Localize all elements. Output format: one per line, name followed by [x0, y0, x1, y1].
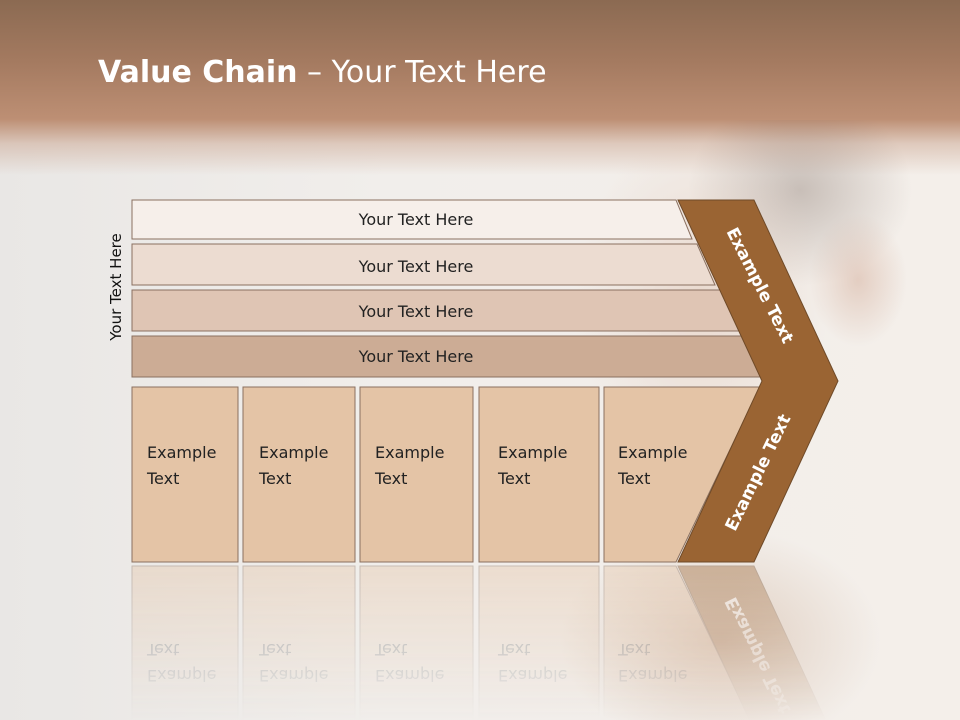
box-1-line-1: Example [147, 443, 216, 462]
box-3: Example Text [359, 386, 474, 563]
title-bold: Value Chain [98, 55, 298, 90]
chevron-shape [677, 199, 839, 563]
box-5-text: Example Text [617, 443, 693, 488]
bar-1-shape [131, 199, 693, 240]
box-3-line-1: Example [375, 443, 444, 462]
box-4: Example Text [478, 386, 600, 563]
bar-4: Your Text Here [131, 335, 765, 378]
box-1-text: Example Text [146, 443, 222, 488]
box-4-line-1: Example [498, 443, 567, 462]
box-4-reflection [478, 565, 600, 720]
box-3-reflection [359, 565, 474, 720]
bar-2: Your Text Here [131, 243, 716, 286]
bar-3-label: Your Text Here [358, 302, 474, 321]
box-4-text: Example Text [497, 443, 573, 488]
box-2-text: Example Text [258, 443, 334, 488]
bar-1: Your Text Here [131, 199, 693, 240]
box-4-reflection-text: ExampleText [497, 640, 567, 685]
box-1-reflection [131, 565, 239, 720]
diagram-main: Your Text Here Your Text Here Your Text … [131, 199, 839, 563]
box-4-shape [478, 386, 600, 563]
box-4-line-2: Text [497, 469, 530, 488]
title-rest: – Your Text Here [297, 55, 547, 90]
box-3-reflection-text: ExampleText [374, 640, 444, 685]
box-5-shape [603, 386, 761, 563]
reflection: ExampleText ExampleText ExampleText Exam… [131, 565, 827, 720]
box-5-reflection [603, 565, 751, 720]
box-2-reflection [242, 565, 356, 720]
box-1-reflection-text: ExampleText [146, 640, 216, 685]
box-2: Example Text [242, 386, 356, 563]
box-5: Example Text [603, 386, 761, 563]
bar-2-label: Your Text Here [358, 257, 474, 276]
box-1-line-2: Text [146, 469, 179, 488]
box-2-shape [242, 386, 356, 563]
box-2-line-1: Example [259, 443, 328, 462]
chevron-reflection [677, 565, 827, 720]
box-3-text: Example Text [374, 443, 450, 488]
box-3-shape [359, 386, 474, 563]
bar-1-label: Your Text Here [358, 210, 474, 229]
page-title: Value Chain – Your Text Here [98, 55, 547, 90]
box-2-reflection-text: ExampleText [258, 640, 328, 685]
box-2-line-2: Text [258, 469, 291, 488]
box-1: Example Text [131, 386, 239, 563]
bar-3: Your Text Here [131, 289, 740, 332]
box-5-line-1: Example [618, 443, 687, 462]
bar-4-label: Your Text Here [358, 347, 474, 366]
box-5-reflection-text: ExampleText [617, 640, 687, 685]
box-3-line-2: Text [374, 469, 407, 488]
bar-2-shape [131, 243, 716, 286]
box-1-shape [131, 386, 239, 563]
box-5-line-2: Text [617, 469, 650, 488]
